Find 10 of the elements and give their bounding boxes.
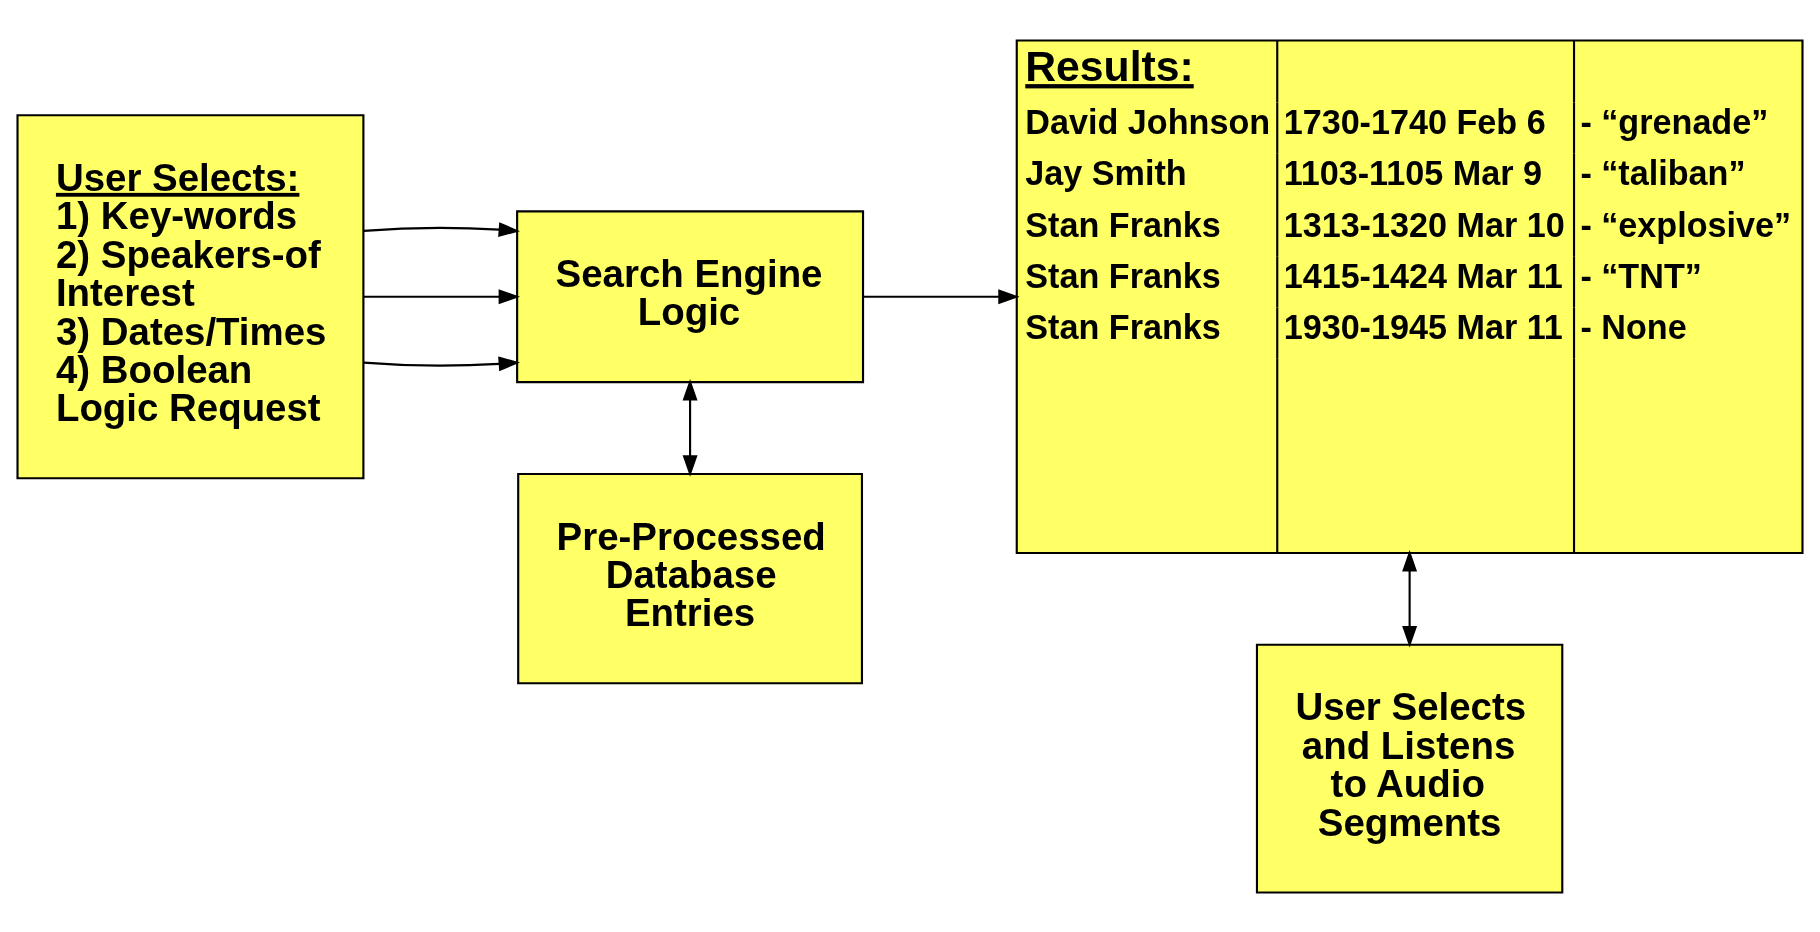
node-box: User Selects: 1) Key-words 2) Speakers-of Interest 3) Dates/Times 4) Boolean Logic Request bbox=[16, 113, 365, 479]
node-box: Pre-Processed Database Entries bbox=[517, 472, 864, 684]
arrow bbox=[682, 378, 698, 477]
arrow bbox=[363, 288, 520, 304]
arrow bbox=[363, 355, 520, 371]
arrow bbox=[1402, 549, 1418, 647]
arrow bbox=[363, 221, 520, 237]
node-box: Search Engine Logic bbox=[516, 209, 865, 383]
node-box: User Selects and Listens to Audio Segments bbox=[1255, 643, 1564, 894]
arrow bbox=[863, 288, 1020, 304]
